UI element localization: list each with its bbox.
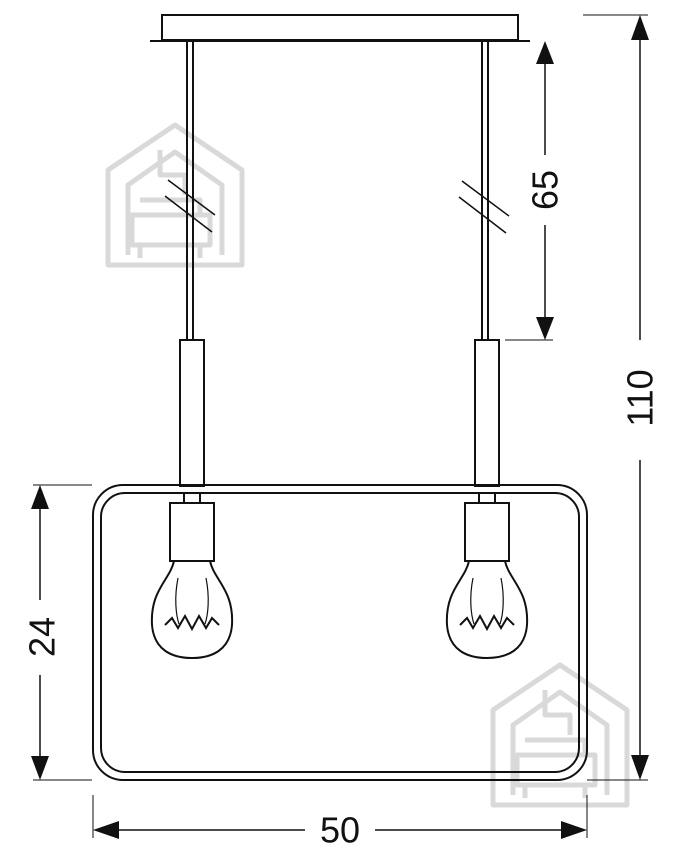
bulb-socket-right bbox=[478, 492, 496, 504]
suspension-cable-right bbox=[481, 41, 489, 340]
bulb-socket-right-body bbox=[464, 502, 510, 562]
bulb-socket-left-body bbox=[169, 502, 215, 562]
cable-break-mark-left bbox=[164, 179, 216, 233]
dimension-total-height bbox=[583, 14, 649, 781]
bulb-socket-left bbox=[183, 492, 201, 504]
dimension-width bbox=[92, 795, 588, 839]
ceiling-canopy bbox=[150, 14, 530, 42]
rod-tube-right bbox=[474, 339, 500, 487]
watermark-house-logo-top bbox=[105, 122, 245, 268]
dimension-label-24: 24 bbox=[22, 617, 63, 657]
bulb-right bbox=[445, 492, 529, 660]
bulb-left bbox=[150, 492, 234, 660]
dimension-label-65: 65 bbox=[525, 170, 566, 210]
dimension-label-110: 110 bbox=[620, 369, 661, 426]
watermark-house-logo-bottom bbox=[490, 662, 630, 808]
dimension-suspension-length bbox=[505, 41, 554, 341]
cable-break-mark-right bbox=[458, 180, 510, 234]
suspension-cable-left bbox=[186, 41, 194, 340]
dimension-frame-height bbox=[31, 484, 92, 781]
lamp-frame bbox=[92, 484, 588, 781]
rod-tube-left bbox=[179, 339, 205, 487]
dimension-label-50: 50 bbox=[320, 810, 360, 851]
